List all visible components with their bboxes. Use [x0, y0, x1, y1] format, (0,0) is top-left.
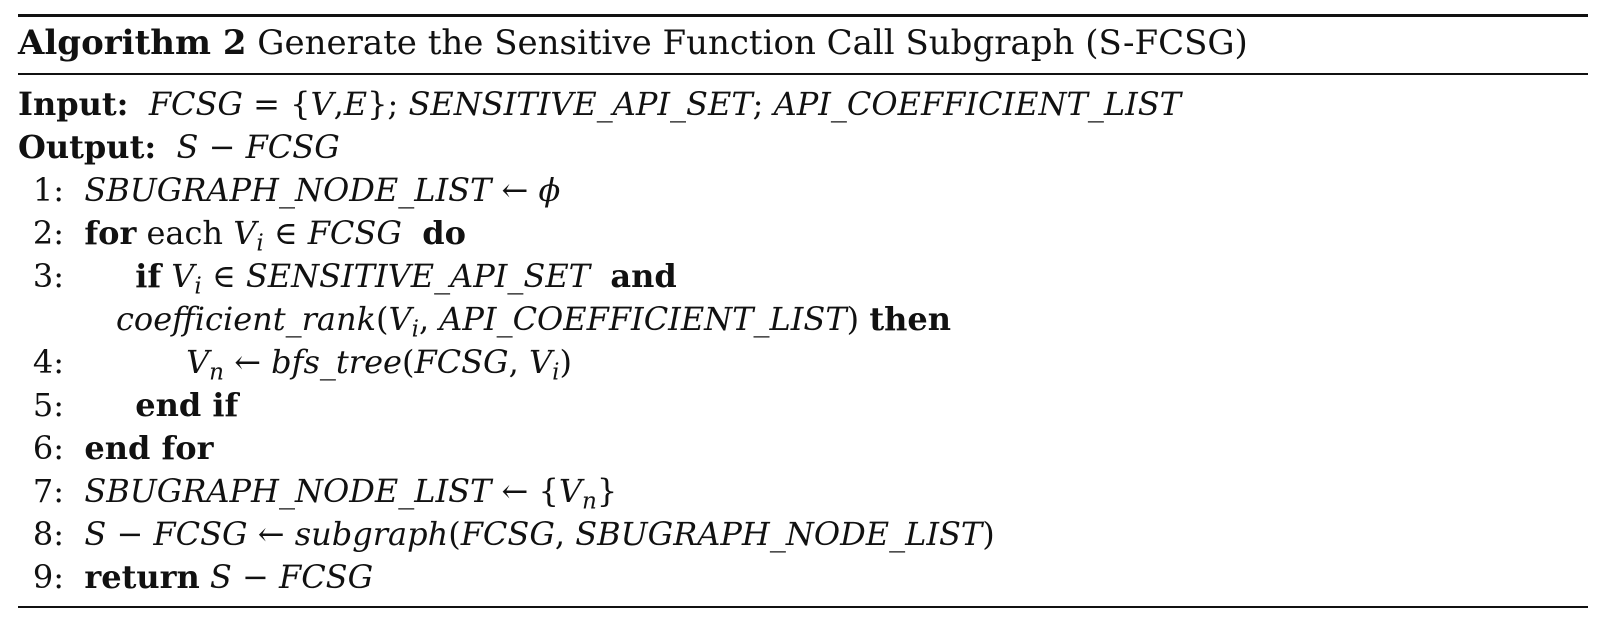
- caption-rule: [18, 73, 1588, 75]
- arg-sep: ,: [554, 515, 576, 553]
- keyword-then: then: [869, 300, 951, 338]
- input-line: Input: FCSG = {V,E}; SENSITIVE_API_SET; …: [18, 84, 1181, 124]
- bfs-tree-fn: bfs_tree: [271, 343, 402, 381]
- keyword-end-if: end if: [135, 386, 239, 424]
- line-number: 6:: [32, 429, 64, 467]
- coefficient-rank-fn: coefficient_rank: [116, 300, 376, 338]
- algo-line-9: 9: return S − FCSG: [18, 557, 373, 597]
- algo-line-4: 4: Vn ← bfs_tree(FCSG, Vi): [18, 342, 572, 392]
- algo-line-3: 3: if Vi ∈ SENSITIVE_API_SET and: [18, 256, 677, 306]
- sub-i: i: [194, 273, 202, 300]
- output-value: S − FCSG: [176, 128, 340, 166]
- algo-line-6: 6: end for: [18, 428, 214, 468]
- input-label: Input:: [18, 85, 129, 123]
- line-number: 2:: [32, 214, 64, 252]
- line-number: 7:: [32, 472, 64, 510]
- element-of: ∈: [263, 214, 308, 252]
- sub-i: i: [256, 230, 264, 257]
- input-eq: = {: [242, 85, 311, 123]
- algo-line-5: 5: end if: [18, 385, 238, 425]
- keyword-return: return: [84, 558, 200, 596]
- paren-open: (: [401, 343, 415, 381]
- each-text: each: [136, 214, 234, 252]
- algo-line-1: 1: SBUGRAPH_NODE_LIST ← ϕ: [18, 170, 560, 210]
- line-number: 3:: [32, 257, 64, 295]
- line-number: 1:: [32, 171, 64, 209]
- var-v: V: [388, 300, 412, 338]
- input-e: E: [343, 85, 368, 123]
- node-list-var: SBUGRAPH_NODE_LIST: [84, 472, 492, 510]
- input-coefficient-list: API_COEFFICIENT_LIST: [773, 85, 1181, 123]
- algorithm-caption: Algorithm 2 Generate the Sensitive Funct…: [18, 20, 1248, 66]
- subgraph-fn: subgraph: [294, 515, 449, 553]
- keyword-if: if: [135, 257, 162, 295]
- arg-node-list: SBUGRAPH_NODE_LIST: [575, 515, 983, 553]
- assign-arrow: ←: [224, 343, 272, 381]
- sub-n: n: [581, 488, 597, 515]
- assign-arrow: ←: [247, 515, 295, 553]
- paren-open: (: [375, 300, 389, 338]
- keyword-for: for: [84, 214, 137, 252]
- top-rule: [18, 14, 1588, 17]
- coefficient-list-arg: API_COEFFICIENT_LIST: [439, 300, 847, 338]
- algorithm-title: Generate the Sensitive Function Call Sub…: [257, 23, 1248, 63]
- assign-arrow: ←: [491, 171, 539, 209]
- paren-open: (: [448, 515, 461, 553]
- input-sensitive-set: SENSITIVE_API_SET: [408, 85, 753, 123]
- arg-fcsg: FCSG: [414, 343, 509, 381]
- algo-line-8: 8: S − FCSG ← subgraph(FCSG, SBUGRAPH_NO…: [18, 514, 995, 554]
- assign-arrow: ← {: [491, 472, 559, 510]
- s-fcsg-var: S − FCSG: [84, 515, 248, 553]
- paren-close: ): [559, 343, 572, 381]
- node-list-var: SBUGRAPH_NODE_LIST: [84, 171, 492, 209]
- algorithm-label: Algorithm 2: [18, 23, 247, 63]
- sub-i: i: [552, 359, 560, 386]
- algo-line-3-cont: coefficient_rank(Vi, API_COEFFICIENT_LIS…: [116, 299, 951, 349]
- s-fcsg-var: S − FCSG: [209, 558, 374, 596]
- keyword-end-for: end for: [84, 429, 214, 467]
- input-fcsg: FCSG: [148, 85, 243, 123]
- set-fcsg: FCSG: [307, 214, 402, 252]
- line-number: 8:: [32, 515, 64, 553]
- var-v: V: [171, 257, 195, 295]
- algo-line-2: 2: for each Vi ∈ FCSG do: [18, 213, 466, 263]
- keyword-and: and: [610, 257, 677, 295]
- line-number: 9:: [32, 558, 64, 596]
- output-label: Output:: [18, 128, 157, 166]
- input-semi: ;: [752, 85, 764, 123]
- input-v: V: [310, 85, 334, 123]
- var-v: V: [233, 214, 257, 252]
- var-v: V: [186, 343, 210, 381]
- bottom-rule: [18, 606, 1588, 608]
- arg-sep: ,: [508, 343, 529, 381]
- paren-close: ): [846, 300, 860, 338]
- element-of: ∈: [201, 257, 246, 295]
- sub-n: n: [209, 359, 225, 386]
- algorithm-block: Algorithm 2 Generate the Sensitive Funct…: [18, 0, 1588, 633]
- sub-i: i: [411, 316, 419, 343]
- keyword-do: do: [422, 214, 466, 252]
- sensitive-set: SENSITIVE_API_SET: [245, 257, 591, 295]
- brace-close: }: [596, 472, 618, 510]
- paren-close: ): [982, 515, 995, 553]
- arg-sep: ,: [418, 300, 440, 338]
- input-comma: ,: [333, 85, 344, 123]
- input-close: };: [367, 85, 399, 123]
- empty-set: ϕ: [538, 171, 561, 209]
- var-v: V: [528, 343, 553, 381]
- arg-fcsg: FCSG: [460, 515, 555, 553]
- algo-line-7: 7: SBUGRAPH_NODE_LIST ← {Vn}: [18, 471, 617, 521]
- line-number: 4:: [32, 343, 64, 381]
- var-v: V: [558, 472, 582, 510]
- line-number: 5:: [32, 386, 64, 424]
- output-line: Output: S − FCSG: [18, 127, 340, 167]
